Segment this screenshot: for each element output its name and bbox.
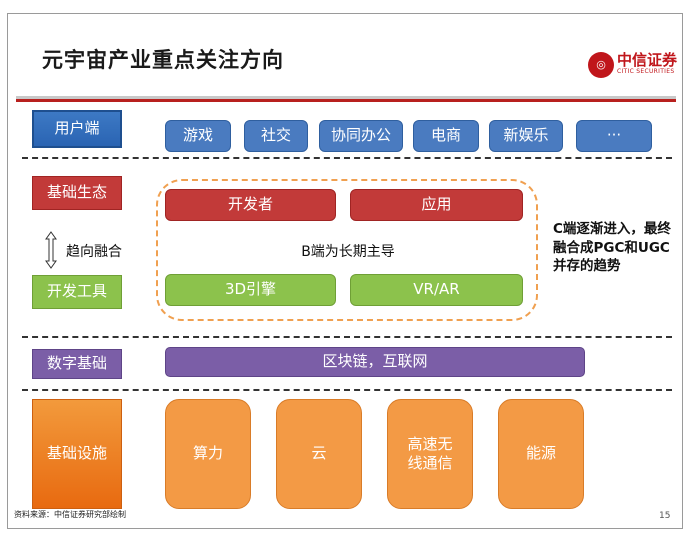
page-title: 元宇宙产业重点关注方向 [42,48,284,72]
b-side-group [156,179,538,321]
ecosystem-developer: 开发者 [165,189,336,221]
label-ecosystem: 基础生态 [32,176,122,210]
ecosystem-application: 应用 [350,189,523,221]
label-digital: 数字基础 [32,349,122,379]
slide: 元宇宙产业重点关注方向 ◎ 中信证券 CITIC SECURITIES 用户端 … [7,13,683,529]
infra-energy: 能源 [498,399,584,509]
infra-compute: 算力 [165,399,251,509]
c-side-note: C端逐渐进入，最终融合成PGC和UGC并存的趋势 [553,221,671,275]
user-item-social: 社交 [244,120,308,152]
user-item-game: 游戏 [165,120,231,152]
b-side-caption: B端为长期主导 [301,244,395,260]
user-item-entertainment: 新娱乐 [489,120,563,152]
logo-en: CITIC SECURITIES [617,68,675,75]
infra-wireless: 高速无线通信 [387,399,473,509]
label-infra: 基础设施 [32,399,122,509]
user-item-ecommerce: 电商 [413,120,479,152]
divider-2 [22,336,672,338]
page-number: 15 [659,511,671,521]
divider-1 [22,157,672,159]
double-arrow-vertical-icon [45,231,57,269]
logo-cn: 中信证券 [617,51,678,69]
user-item-office: 协同办公 [319,120,403,152]
title-rule [16,96,676,102]
tool-vr-ar: VR/AR [350,274,523,306]
label-tools: 开发工具 [32,275,122,309]
tool-3d-engine: 3D引擎 [165,274,336,306]
digital-blockchain-internet: 区块链，互联网 [165,347,585,377]
label-user: 用户端 [32,110,122,148]
citic-logo-icon: ◎ [588,52,614,78]
divider-3 [22,389,672,391]
source-note: 资料来源：中信证券研究部绘制 [14,510,126,519]
infra-cloud: 云 [276,399,362,509]
user-item-more: ··· [576,120,652,152]
convergence-text: 趋向融合 [66,244,122,260]
